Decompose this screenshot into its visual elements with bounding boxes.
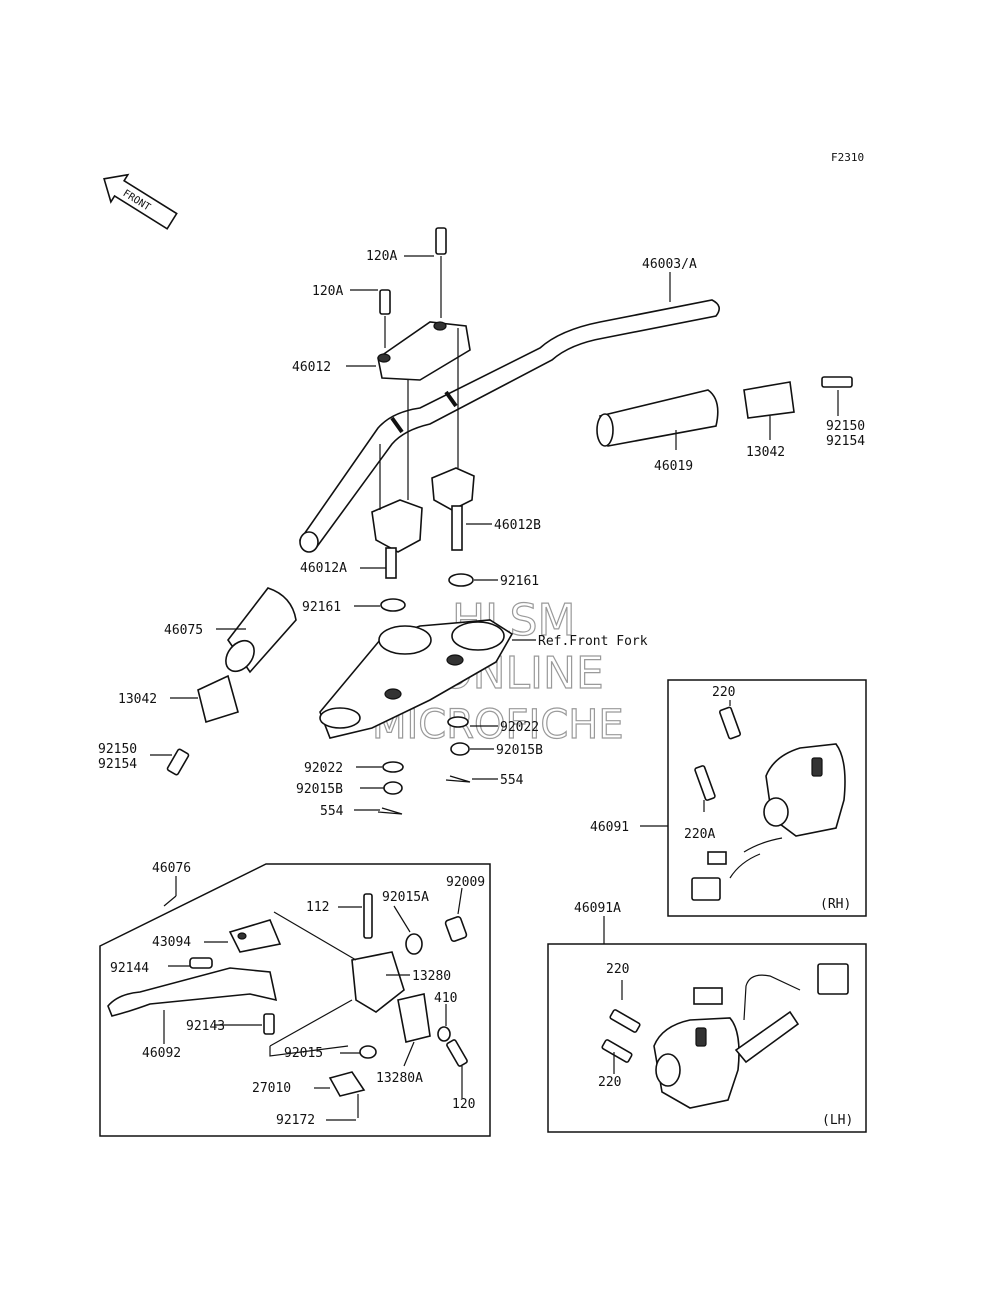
label-120: 120 xyxy=(452,1097,475,1112)
label-92022-left: 92022 xyxy=(304,761,343,776)
nut-92015b-right xyxy=(450,742,470,756)
label-46076: 46076 xyxy=(152,861,191,876)
nut-92015b-left xyxy=(383,781,403,795)
rh-switch-housing xyxy=(691,706,846,901)
grip-46019 xyxy=(596,389,719,447)
handlebar xyxy=(299,299,720,553)
label-554-right: 554 xyxy=(500,773,524,788)
label-92015a: 92015A xyxy=(382,890,429,905)
front-arrow-icon: FRONT xyxy=(103,173,178,230)
leaders-lever xyxy=(163,887,463,1121)
label-27010: 27010 xyxy=(252,1081,291,1096)
label-410: 410 xyxy=(434,991,457,1006)
label-92009: 92009 xyxy=(446,875,485,890)
label-92143: 92143 xyxy=(186,1019,225,1034)
label-46092: 46092 xyxy=(142,1046,181,1061)
label-13042-left: 13042 xyxy=(118,692,157,707)
label-92022-right: 92022 xyxy=(500,720,539,735)
lower-holder-46012a xyxy=(371,499,423,579)
upper-clamp xyxy=(377,321,471,381)
cotter-pin-left xyxy=(377,807,403,815)
fork-upper-bracket xyxy=(319,619,514,739)
label-220-lh-2: 220 xyxy=(598,1075,621,1090)
label-46091a: 46091A xyxy=(574,901,621,916)
label-92015b-left: 92015B xyxy=(296,782,343,797)
grip-46075 xyxy=(225,587,297,674)
label-92161-left: 92161 xyxy=(302,600,341,615)
watermark-line3: MICROFICHE xyxy=(372,702,624,748)
label-120a-lower: 120A xyxy=(312,284,343,299)
label-46012a: 46012A xyxy=(300,561,347,576)
label-112: 112 xyxy=(306,900,329,915)
bolt-120a-2 xyxy=(435,227,447,255)
labels-lever: 112 92015A 92009 43094 13280 92144 410 9… xyxy=(110,875,485,1128)
label-220-rh: 220 xyxy=(712,685,735,700)
label-554-left: 554 xyxy=(320,804,344,819)
label-13280a: 13280A xyxy=(376,1071,423,1086)
label-13280: 13280 xyxy=(412,969,451,984)
label-92015: 92015 xyxy=(284,1046,323,1061)
bolt-120a-1 xyxy=(379,289,391,315)
rh-switch-frame xyxy=(667,679,867,917)
label-120a-upper: 120A xyxy=(366,249,397,264)
bar-end-weight-right xyxy=(743,381,795,419)
leader-46076-b xyxy=(163,895,177,907)
label-92172: 92172 xyxy=(276,1113,315,1128)
leaders-top xyxy=(150,255,839,811)
label-92154-right: 92154 xyxy=(826,434,865,449)
label-92144: 92144 xyxy=(110,961,149,976)
label-46003a: 46003/A xyxy=(642,257,697,272)
label-92154-left: 92154 xyxy=(98,757,137,772)
bar-end-weight-left xyxy=(197,674,239,724)
cotter-pin-right xyxy=(445,775,471,783)
washer-92022-left xyxy=(382,761,404,773)
label-46012b: 46012B xyxy=(494,518,541,533)
label-92150-right: 92150 xyxy=(826,419,865,434)
label-13042-right: 13042 xyxy=(746,445,785,460)
label-46075: 46075 xyxy=(164,623,203,638)
screw-92150-left xyxy=(166,748,190,776)
lever-assembly xyxy=(107,893,468,1118)
label-92015b-right: 92015B xyxy=(496,743,543,758)
label-220-lh-1: 220 xyxy=(606,962,629,977)
label-220a: 220A xyxy=(684,827,715,842)
washer-92161-left xyxy=(380,598,406,612)
watermark: HLSM ONLINE MICROFICHE xyxy=(371,594,624,748)
label-43094: 43094 xyxy=(152,935,191,950)
labels-top: 46003/A 120A 120A 46012 46019 13042 9215… xyxy=(98,249,865,819)
lh-switch-housing xyxy=(601,963,849,1109)
label-46019: 46019 xyxy=(654,459,693,474)
washer-92161-right xyxy=(448,573,474,587)
lh-switch-frame xyxy=(547,943,867,1133)
lever-assembly-frame xyxy=(99,863,491,1137)
lower-holder-46012b xyxy=(431,467,475,551)
label-46091: 46091 xyxy=(590,820,629,835)
label-92150-left: 92150 xyxy=(98,742,137,757)
label-92161-right: 92161 xyxy=(500,574,539,589)
label-rh: (RH) xyxy=(820,897,851,912)
washer-92022-right xyxy=(447,716,469,728)
figure-code: F2310 xyxy=(831,151,864,164)
ref-front-fork: Ref.Front Fork xyxy=(538,634,648,649)
label-46012: 46012 xyxy=(292,360,331,375)
screw-92150-right xyxy=(821,376,853,388)
label-lh: (LH) xyxy=(822,1113,853,1128)
